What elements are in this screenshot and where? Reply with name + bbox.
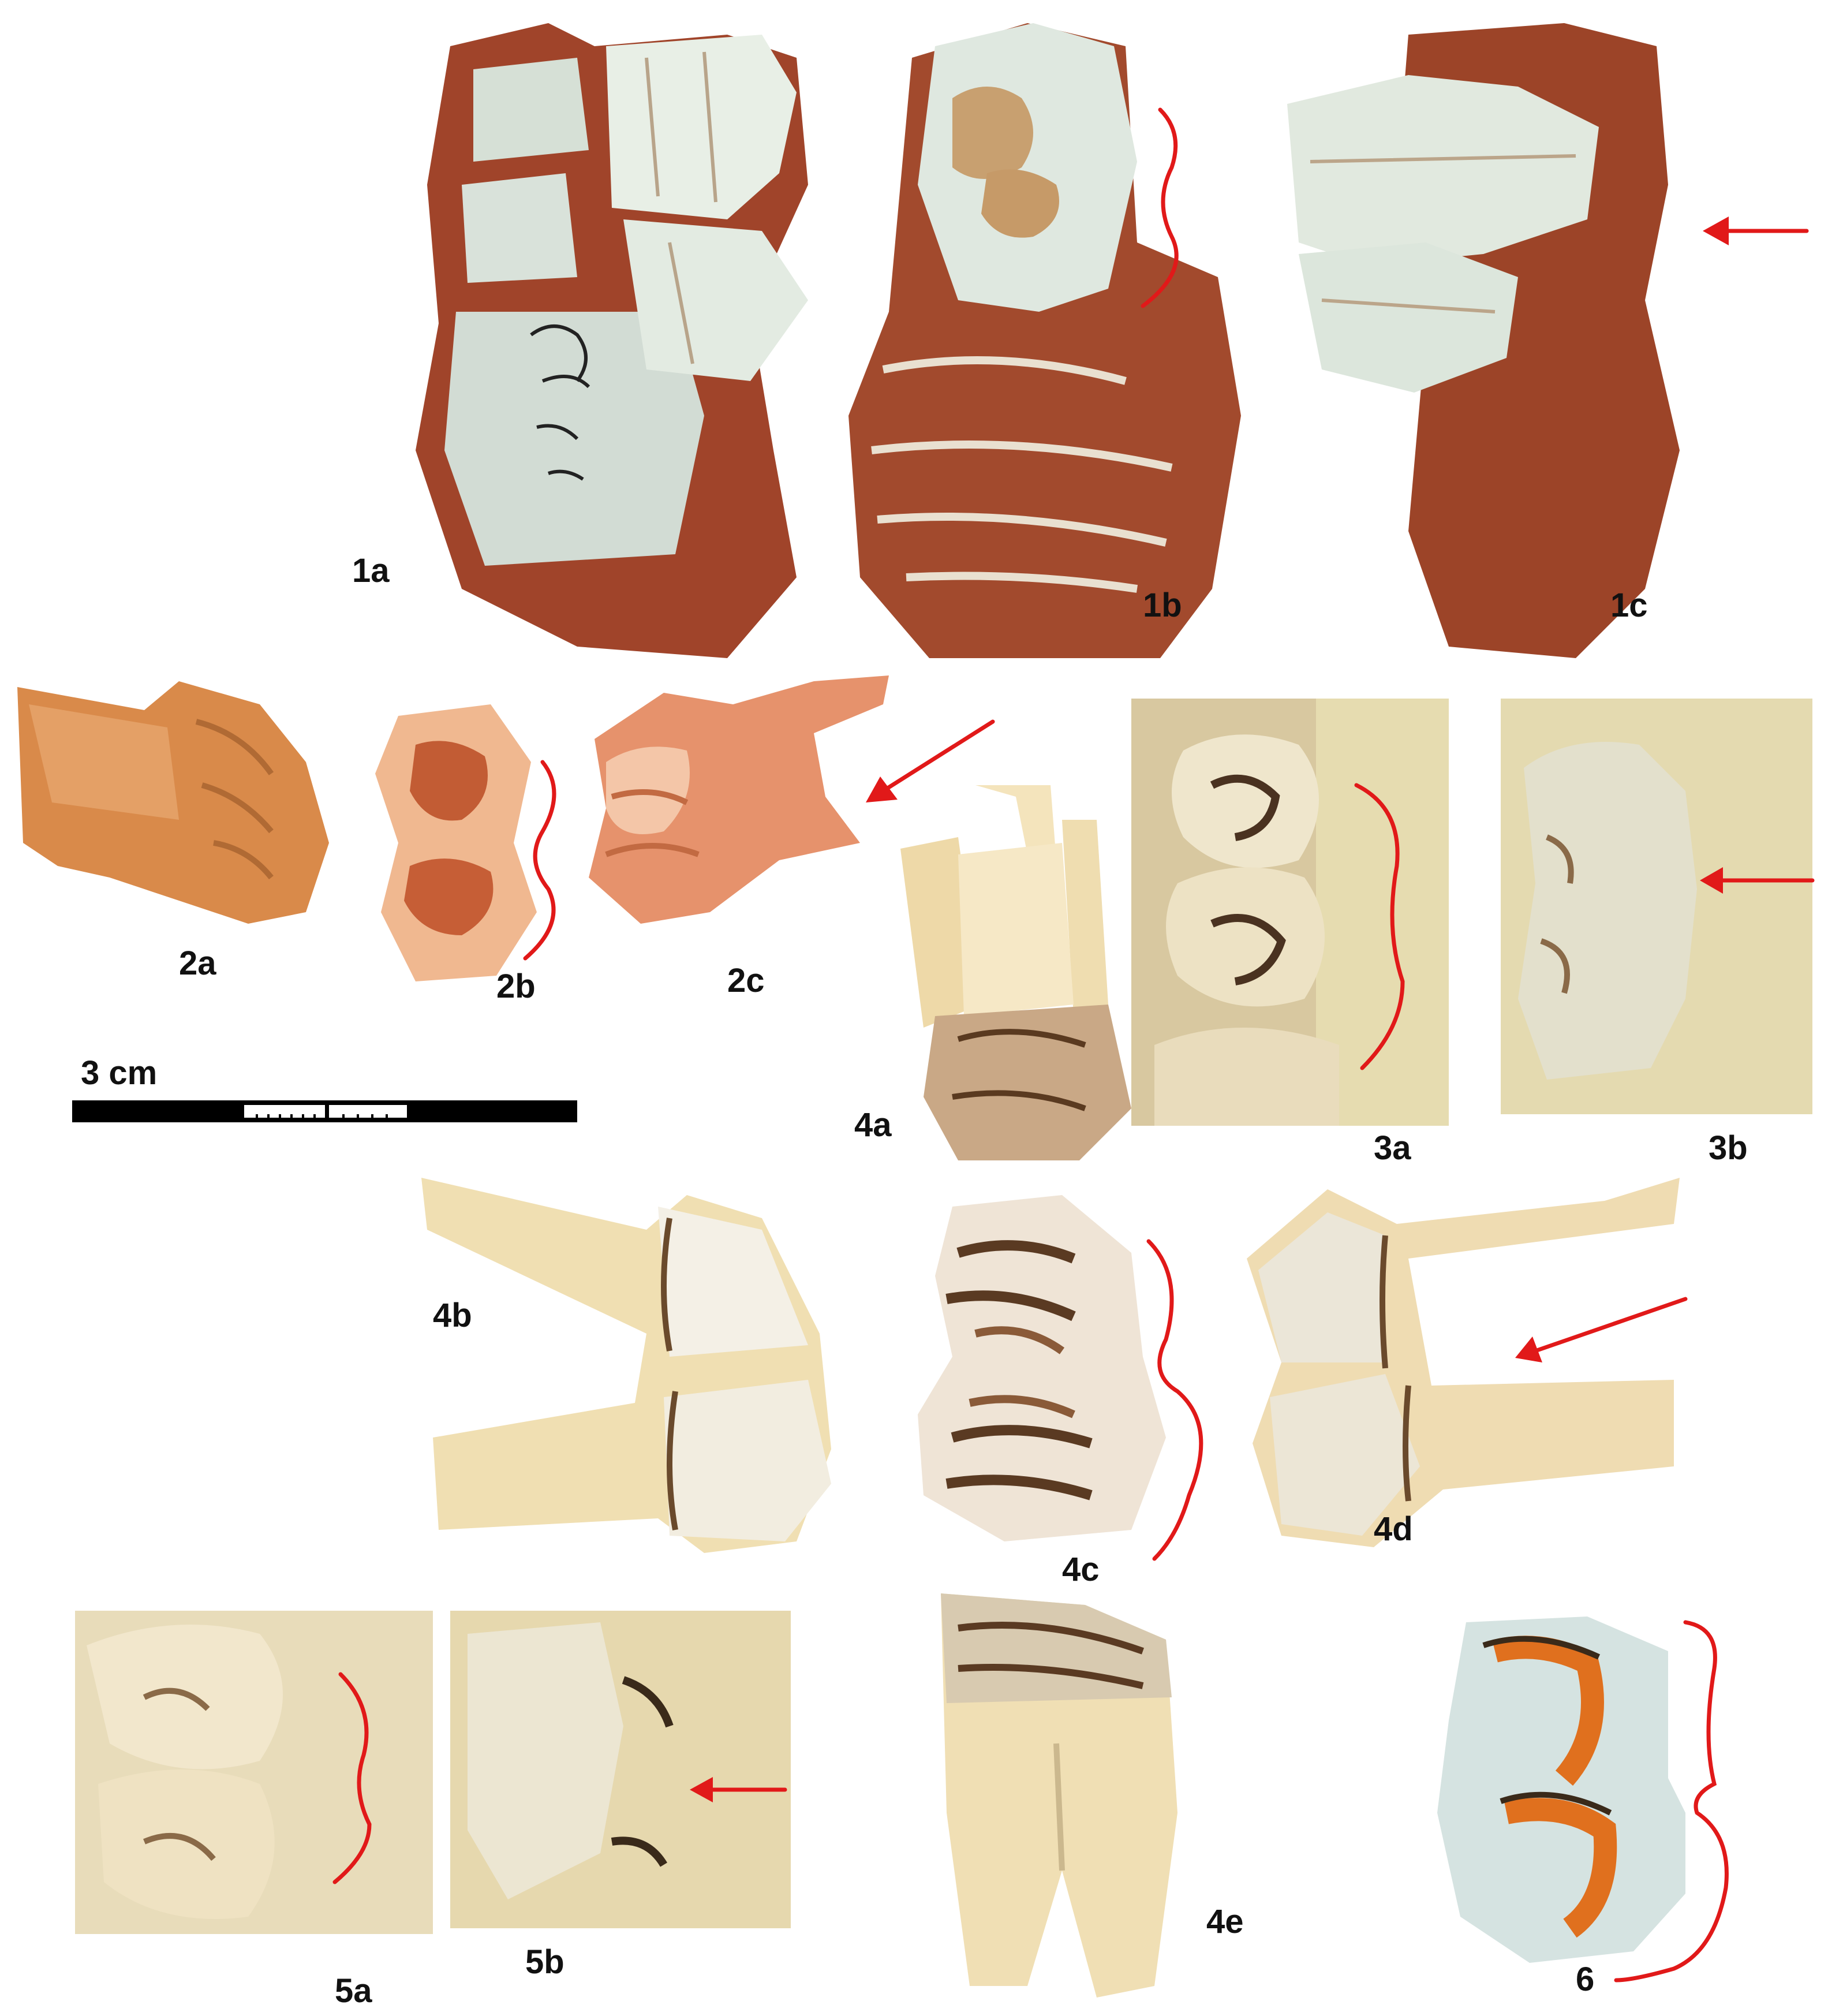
label-4d: 4d <box>1374 1510 1413 1548</box>
specimen-4e-photo <box>941 1593 1177 1998</box>
label-5b: 5b <box>525 1943 565 1981</box>
label-4c: 4c <box>1062 1551 1100 1588</box>
scale-bar-label: 3 cm <box>81 1054 158 1092</box>
label-3b: 3b <box>1709 1129 1748 1167</box>
specimen-1c-photo <box>1287 23 1809 658</box>
label-3a: 3a <box>1374 1129 1411 1167</box>
label-2a: 2a <box>179 944 216 982</box>
label-2b: 2b <box>496 968 536 1005</box>
specimen-4d-photo <box>1247 1178 1680 1547</box>
label-4a: 4a <box>854 1106 892 1144</box>
label-1a: 1a <box>352 552 390 589</box>
label-1c: 1c <box>1610 587 1648 624</box>
specimen-5b-photo <box>450 1611 791 1928</box>
label-2c: 2c <box>727 962 765 999</box>
label-6: 6 <box>1576 1961 1595 1998</box>
label-4b: 4b <box>433 1297 472 1334</box>
scale-bar <box>72 1100 577 1122</box>
specimen-4a-photo <box>900 785 1131 1160</box>
specimen-1a-photo <box>416 23 808 658</box>
specimen-4c-photo <box>918 1195 1203 1561</box>
specimen-1b-photo <box>848 23 1241 658</box>
specimen-5a-photo <box>75 1611 433 1934</box>
specimen-4b-photo <box>421 1178 831 1553</box>
specimen-3a-photo <box>1131 699 1449 1126</box>
label-4e: 4e <box>1206 1903 1244 1940</box>
label-5a: 5a <box>335 1972 372 2010</box>
arrow-4d <box>1515 1297 1688 1362</box>
specimen-6-photo <box>1437 1616 1729 1983</box>
label-1b: 1b <box>1143 587 1182 624</box>
arrow-2c <box>866 719 995 802</box>
specimen-3b-photo <box>1501 699 1815 1114</box>
specimen-2c-photo <box>589 675 889 924</box>
specimen-2a-photo <box>17 681 329 924</box>
specimen-2b-photo <box>375 704 556 981</box>
